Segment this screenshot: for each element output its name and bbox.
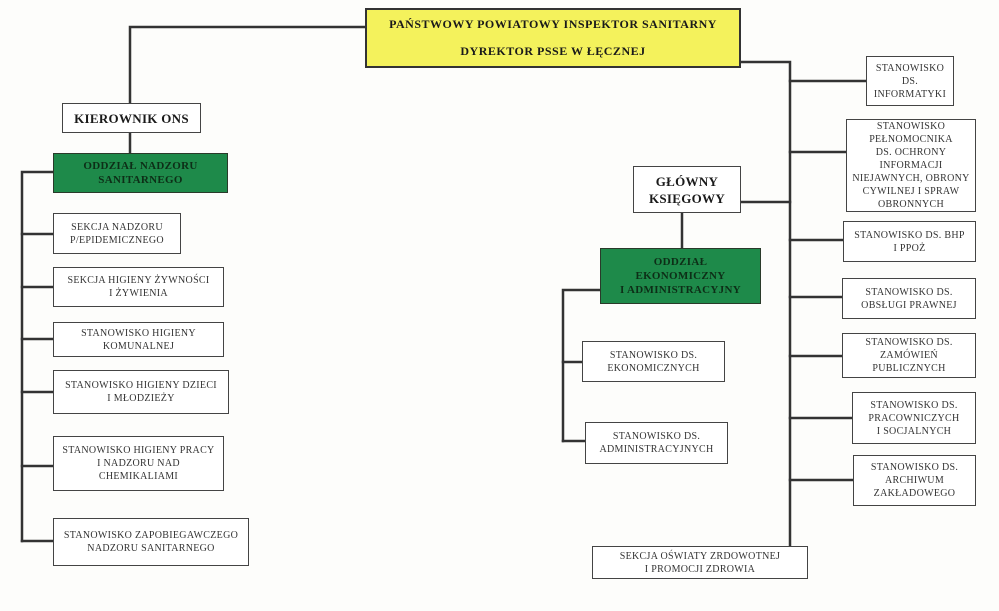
left-unit-label: STANOWISKO HIGIENY DZIECI I MŁODZIEŻY bbox=[65, 380, 217, 404]
right-unit-box: STANOWISKO PEŁNOMOCNIKA DS. OCHRONY INFO… bbox=[846, 119, 976, 212]
center-unit-label: STANOWISKO DS. ADMINISTRACYJNYCH bbox=[599, 431, 714, 455]
manager-ons-label: KIEROWNIK ONS bbox=[74, 110, 189, 126]
connector-director-to-manager bbox=[128, 25, 367, 105]
left-unit-label: STANOWISKO ZAPOBIEGAWCZEGO NADZORU SANIT… bbox=[63, 530, 239, 554]
right-unit-box: STANOWISKO DS. ZAMÓWIEŃ PUBLICZNYCH bbox=[842, 333, 976, 378]
left-unit-label: SEKCJA HIGIENY ŻYWNOŚCI I ŻYWIENIA bbox=[67, 275, 210, 299]
center-unit-label: STANOWISKO DS. EKONOMICZNYCH bbox=[607, 349, 700, 374]
left-unit-label: STANOWISKO HIGIENY PRACY I NADZORU NAD C… bbox=[62, 445, 215, 482]
right-unit-box: STANOWISKO DS. OBSŁUGI PRAWNEJ bbox=[842, 278, 976, 319]
director-box: PAŃSTWOWY POWIATOWY INSPEKTOR SANITARNY … bbox=[365, 8, 741, 68]
sanitary-department-label: ODDZIAŁ NADZORU SANITARNEGO bbox=[83, 160, 198, 186]
chief-accountant-box: GŁÓWNY KSIĘGOWY bbox=[633, 166, 741, 213]
right-unit-label: STANOWISKO DS. PRACOWNICZYCH I SOCJALNYC… bbox=[868, 399, 960, 437]
left-unit-label: SEKCJA NADZORU P/EPIDEMICZNEGO bbox=[70, 221, 164, 246]
manager-ons-box: KIEROWNIK ONS bbox=[62, 103, 201, 133]
connector-left-spine bbox=[20, 170, 55, 543]
center-unit-box: STANOWISKO DS. ADMINISTRACYJNYCH bbox=[585, 422, 728, 464]
right-unit-label: STANOWISKO DS. BHP I PPOŻ bbox=[854, 229, 965, 254]
economic-department-label: ODDZIAŁ EKONOMICZNY I ADMINISTRACYJNY bbox=[620, 256, 741, 296]
director-subtitle: DYREKTOR PSSE W ŁĘCZNEJ bbox=[460, 44, 646, 58]
connector-director-to-right bbox=[738, 60, 792, 548]
right-unit-label: STANOWISKO DS. INFORMATYKI bbox=[873, 62, 947, 100]
right-unit-box: STANOWISKO DS. ARCHIWUM ZAKŁADOWEGO bbox=[853, 455, 976, 506]
right-unit-box: STANOWISKO DS. BHP I PPOŻ bbox=[843, 221, 976, 262]
right-unit-label: STANOWISKO DS. ARCHIWUM ZAKŁADOWEGO bbox=[870, 462, 959, 499]
director-title: PAŃSTWOWY POWIATOWY INSPEKTOR SANITARNY bbox=[389, 17, 717, 31]
left-unit-box: STANOWISKO ZAPOBIEGAWCZEGO NADZORU SANIT… bbox=[53, 518, 249, 566]
left-unit-box: SEKCJA NADZORU P/EPIDEMICZNEGO bbox=[53, 213, 181, 254]
chief-accountant-label: GŁÓWNY KSIĘGOWY bbox=[648, 173, 726, 206]
sanitary-department-box: ODDZIAŁ NADZORU SANITARNEGO bbox=[53, 153, 228, 193]
right-unit-box: STANOWISKO DS. INFORMATYKI bbox=[866, 56, 954, 106]
center-unit-box: STANOWISKO DS. EKONOMICZNYCH bbox=[582, 341, 725, 382]
right-unit-label: STANOWISKO DS. ZAMÓWIEŃ PUBLICZNYCH bbox=[865, 337, 953, 374]
connector-center-spine bbox=[561, 288, 602, 443]
right-unit-label: STANOWISKO DS. OBSŁUGI PRAWNEJ bbox=[861, 286, 957, 311]
economic-department-box: ODDZIAŁ EKONOMICZNY I ADMINISTRACYJNY bbox=[600, 248, 761, 304]
left-unit-box: STANOWISKO HIGIENY DZIECI I MŁODZIEŻY bbox=[53, 370, 229, 414]
health-promotion-section-box: SEKCJA OŚWIATY ZRDOWOTNEJ I PROMOCJI ZDR… bbox=[592, 546, 808, 579]
left-unit-box: STANOWISKO HIGIENY PRACY I NADZORU NAD C… bbox=[53, 436, 224, 491]
right-unit-box: STANOWISKO DS. PRACOWNICZYCH I SOCJALNYC… bbox=[852, 392, 976, 444]
right-unit-label: STANOWISKO PEŁNOMOCNIKA DS. OCHRONY INFO… bbox=[852, 121, 970, 210]
left-unit-box: SEKCJA HIGIENY ŻYWNOŚCI I ŻYWIENIA bbox=[53, 267, 224, 307]
health-promotion-section-label: SEKCJA OŚWIATY ZRDOWOTNEJ I PROMOCJI ZDR… bbox=[619, 550, 781, 575]
left-unit-box: STANOWISKO HIGIENY KOMUNALNEJ bbox=[53, 322, 224, 357]
left-unit-label: STANOWISKO HIGIENY KOMUNALNEJ bbox=[81, 327, 196, 352]
